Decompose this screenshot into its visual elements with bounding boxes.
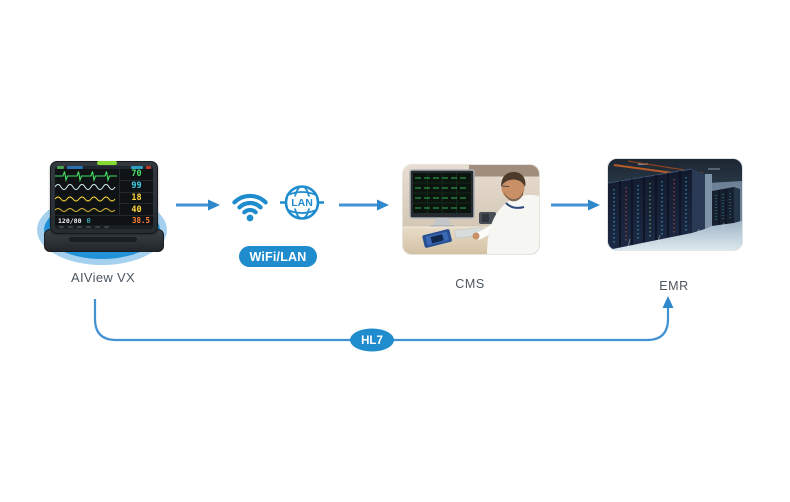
cms-photo [402,164,540,255]
arrow-network-to-cms [339,199,389,211]
power-led [97,161,117,165]
monitor-screen: 70 99 18 40 120/80 0 38.5 [55,166,153,229]
hr-value: 70 [131,169,142,180]
hl7-connector: HL7 [93,296,674,352]
lan-globe-text: LAN [291,197,313,209]
co2-value: 40 [120,203,153,215]
cms-monitor [409,169,475,228]
screen-bottom-row: 120/80 0 38.5 [55,215,153,225]
emr-label: EMR [659,279,689,293]
co2-waveform [55,208,116,213]
ecg-tiles [415,177,469,209]
status-chip-blue [67,166,83,170]
arrow-monitor-to-network [176,199,220,211]
far-wall [705,174,712,229]
desk-phone [479,212,496,224]
aux-value: 0 [86,216,91,225]
clinician-figure [472,172,539,254]
hl7-arrowhead [662,296,674,308]
wifi-dot [246,214,254,222]
hl7-badge-text: HL7 [361,335,383,347]
nibp-value: 120/80 [58,216,82,225]
lan-globe-icon: LAN [280,185,324,220]
vitals-column: 70 99 18 40 [119,169,153,216]
floor [608,221,742,250]
notebook-tablet [422,229,452,248]
resp-waveform [55,196,116,202]
waveforms [55,171,117,213]
spo2-value: 99 [120,179,153,192]
wifi-lan-badge: WiFi/LAN [239,246,317,267]
pleth-waveform [55,184,116,191]
emr-photo [607,158,743,251]
server-rack-row [608,168,705,250]
temp-value: 38.5 [131,216,150,226]
hl7-badge [350,328,394,352]
lan-text-band [288,196,316,209]
patient-monitor: 70 99 18 40 120/80 0 38.5 [50,161,158,234]
monitor-label: AIView VX [71,270,135,285]
screen-menu-bar [55,225,153,229]
resp-value: 18 [120,191,153,204]
status-chip-green [57,166,64,170]
shelf [469,165,539,175]
wifi-icon [232,193,268,222]
server-rack-right [712,187,740,226]
cms-label: CMS [455,277,485,291]
rack-leds [613,177,687,243]
ecg-waveform [55,171,117,183]
status-chip-cyan [131,166,143,170]
screen-status-bar [55,166,153,170]
status-chip-red [146,166,151,170]
arrow-cms-to-emr [551,199,600,211]
dock-slot [69,237,137,242]
